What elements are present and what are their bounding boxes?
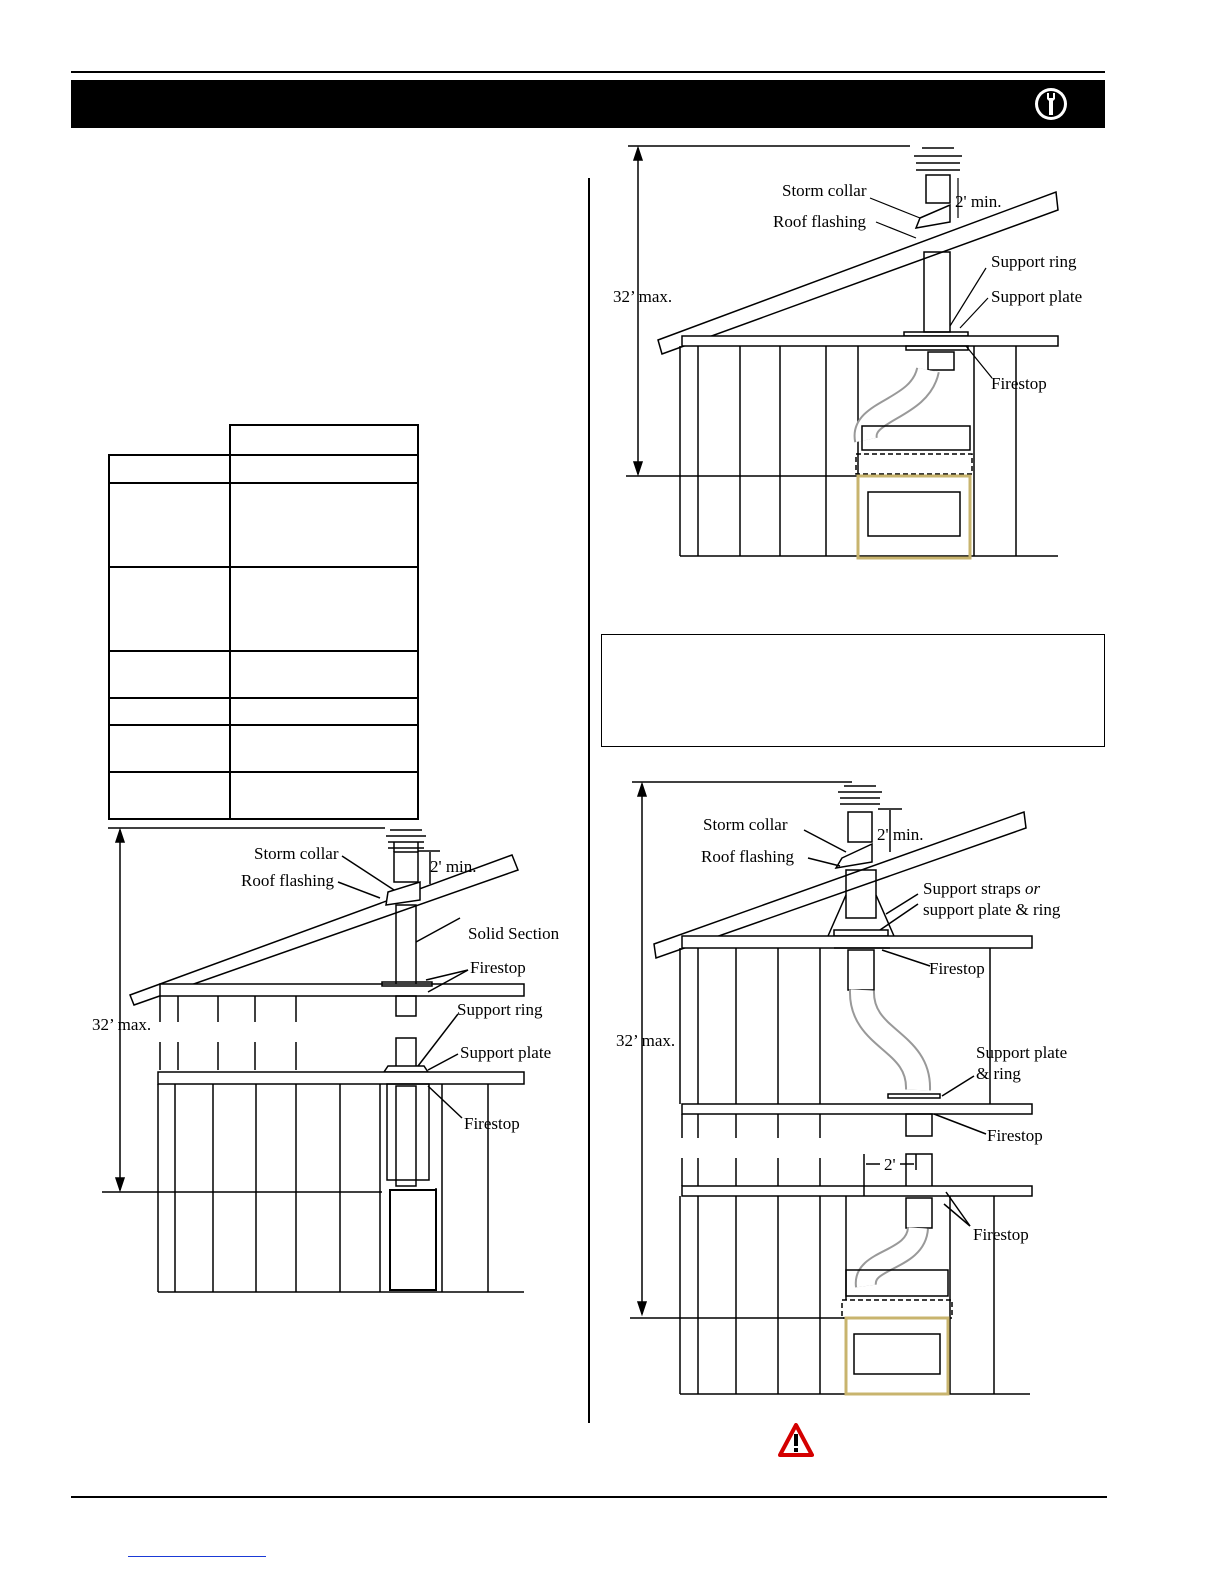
diag2-roof-flashing-label: Roof flashing [773, 212, 867, 231]
diag2-support-ring-label: Support ring [991, 252, 1077, 271]
diag3-support-straps-label: Support straps or [923, 879, 1041, 898]
diag2-max-height-label: 32’ max. [613, 287, 672, 306]
top-rule [71, 71, 1105, 73]
warning-triangle-icon [778, 1423, 814, 1457]
diag3-support-straps-line1: Support straps [923, 879, 1021, 898]
diag3-support-plate-ring-line2: & ring [976, 1064, 1021, 1083]
diag1-storm-collar-label: Storm collar [254, 844, 339, 863]
diag3-two-ft-min-label: 2' min. [877, 825, 924, 844]
diag1-max-height-label: 32’ max. [92, 1015, 151, 1034]
diag3-support-straps-or: or [1025, 879, 1041, 898]
diag3-storm-collar-label: Storm collar [703, 815, 788, 834]
diag1-solid-section-label: Solid Section [468, 924, 560, 943]
diag3-firestop-label-2: Firestop [987, 1126, 1043, 1145]
diag1-support-ring-label: Support ring [457, 1000, 543, 1019]
diag2-firestop-label: Firestop [991, 374, 1047, 393]
footer-link-underline[interactable] [128, 1556, 266, 1557]
diag3-support-straps-line2: support plate & ring [923, 900, 1061, 919]
diag3-firestop-label-3: Firestop [973, 1225, 1029, 1244]
diag2-two-ft-min-label: 2' min. [955, 192, 1002, 211]
diag1-roof-flashing-label: Roof flashing [241, 871, 335, 890]
diag1-firestop-label-1: Firestop [470, 958, 526, 977]
diag2-storm-collar-label: Storm collar [782, 181, 867, 200]
diag3-roof-flashing-label: Roof flashing [701, 847, 795, 866]
diag3-firestop-label-1: Firestop [929, 959, 985, 978]
vent-spec-table [108, 424, 419, 820]
diag1-support-plate-label: Support plate [460, 1043, 551, 1062]
column-divider [588, 178, 590, 1423]
note-box [601, 634, 1105, 747]
diag3-max-height-label: 32’ max. [616, 1031, 675, 1050]
diag1-firestop-label-2: Firestop [464, 1114, 520, 1133]
section-header-bar [71, 80, 1105, 128]
bottom-rule [71, 1496, 1107, 1498]
wrench-icon [1035, 88, 1067, 120]
diag2-support-plate-label: Support plate [991, 287, 1082, 306]
diag1-two-ft-min-label: 2' min. [430, 857, 477, 876]
diag3-support-plate-ring-line1: Support plate [976, 1043, 1067, 1062]
diag3-two-ft-label: 2' [884, 1155, 896, 1174]
